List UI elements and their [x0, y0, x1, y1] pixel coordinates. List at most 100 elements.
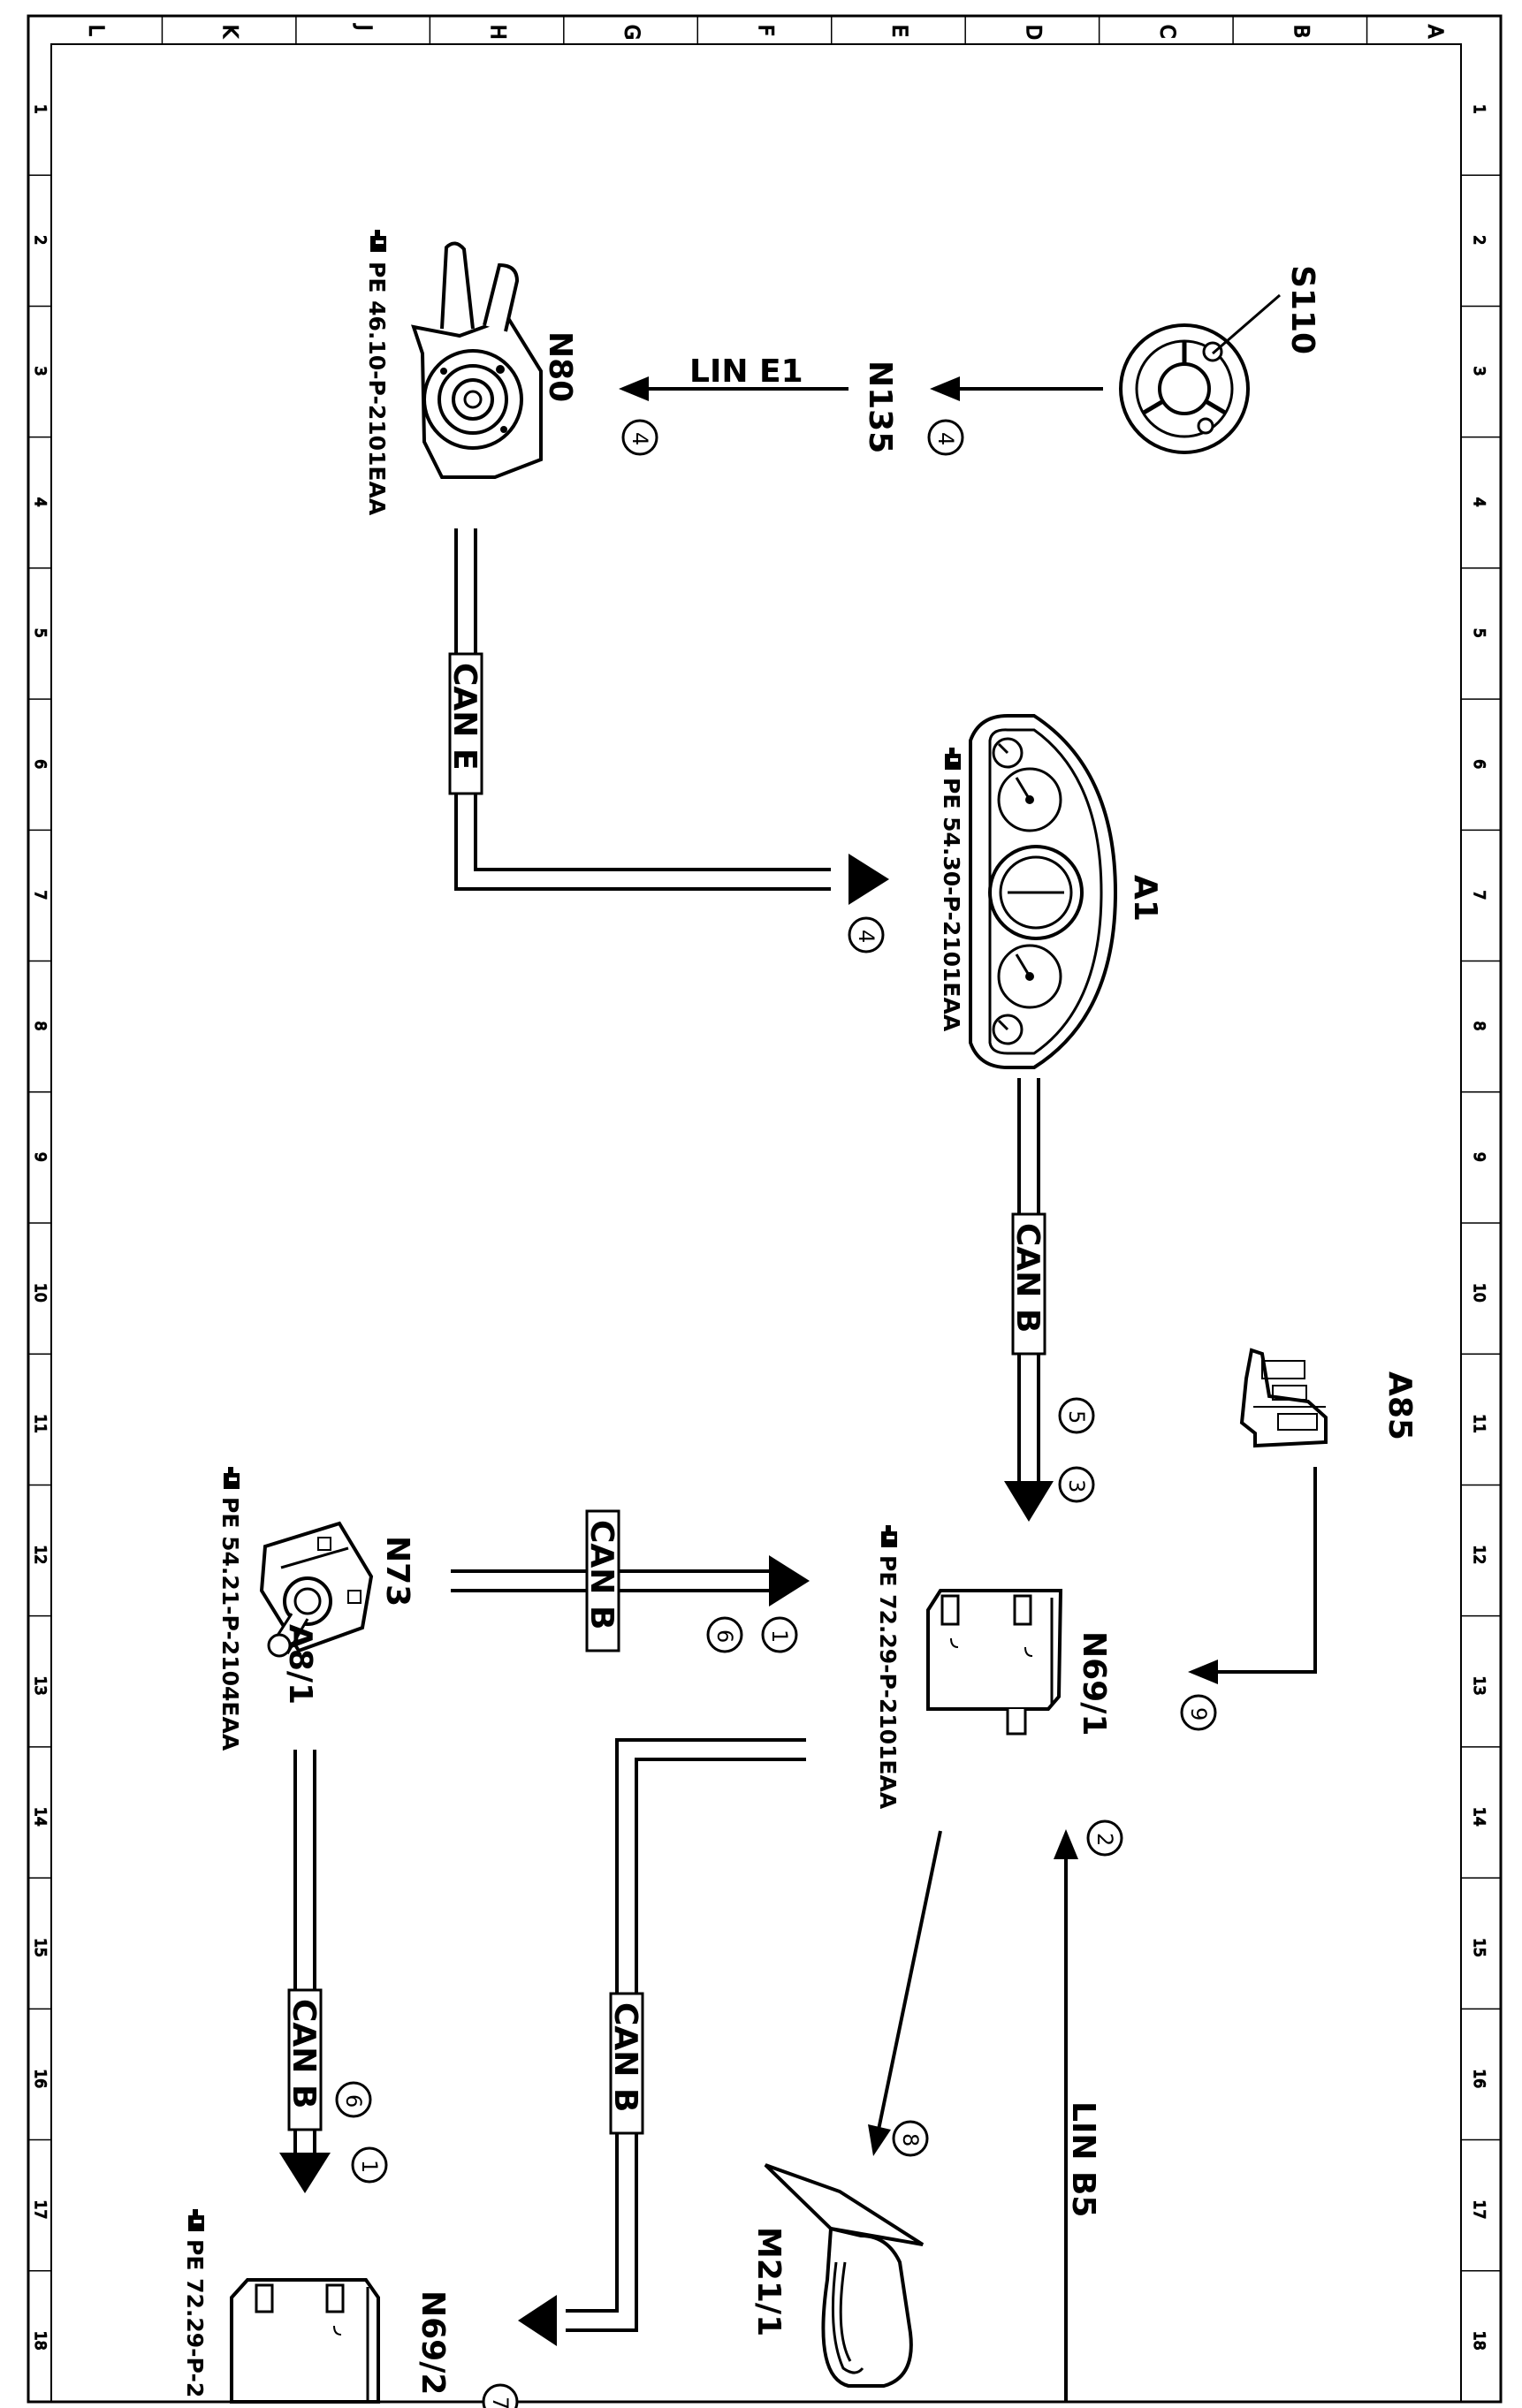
- hand-pointer-icon: [224, 1467, 240, 1489]
- grid-column-label: A: [1423, 25, 1445, 38]
- grid-column-label: H: [486, 25, 508, 40]
- grid-row-label: 4: [31, 498, 49, 507]
- n69-2-reference[interactable]: PE 72.29-P-2: [182, 2239, 208, 2397]
- grid-row-label: 12: [1470, 1546, 1488, 1565]
- grid-row-label: 10: [31, 1283, 49, 1303]
- instrument-cluster-icon: [969, 714, 1118, 1069]
- grid-column-label: B: [1290, 25, 1312, 38]
- grid-row-label: 3: [31, 367, 49, 376]
- grid-row-label: 5: [1470, 628, 1488, 638]
- grid-row-label: 13: [1470, 1676, 1488, 1696]
- grid-row-label: 7: [31, 890, 49, 900]
- step-number-marker: 1: [351, 2146, 388, 2184]
- hand-pointer-icon: [370, 230, 386, 252]
- step-number-marker: 9: [1180, 1694, 1217, 1731]
- a1-reference[interactable]: PE 54.30-P-2101EAA: [939, 778, 964, 1032]
- door-control-unit-icon: [926, 1589, 1063, 1736]
- grid-row-label: 6: [1470, 759, 1488, 769]
- grid-row-label: 15: [31, 1938, 49, 1957]
- grid-column-label: C: [1155, 25, 1177, 38]
- grid-column-label: K: [218, 25, 240, 38]
- step-number: 5: [1064, 1410, 1089, 1424]
- n80-label: N80: [542, 331, 578, 402]
- grid-column-label: D: [1022, 25, 1044, 40]
- step-number: 4: [933, 432, 958, 445]
- step-number-marker: 6: [706, 1616, 743, 1653]
- grid-row-label: 2: [1470, 235, 1488, 245]
- hand-pointer-icon: [945, 748, 961, 770]
- step-markers: 4 4 4 5 3 9 2 1 6 8 6 1 7: [335, 419, 1217, 2408]
- step-number: 3: [1064, 1479, 1089, 1493]
- grid-row-label: 17: [31, 2200, 49, 2220]
- step-number-marker: 4: [927, 419, 964, 456]
- grid-row-label: 13: [31, 1676, 49, 1696]
- n135-label: N135: [862, 361, 898, 453]
- n73-reference[interactable]: PE 54.21-P-2104EAA: [217, 1497, 243, 1751]
- step-number-marker: 8: [892, 2120, 929, 2157]
- grid-row-label: 14: [1470, 1807, 1488, 1827]
- step-number-marker: 6: [335, 2081, 372, 2118]
- grid-row-label: 9: [1470, 1152, 1488, 1162]
- step-number: 1: [767, 1629, 792, 1643]
- grid-row-label: 2: [31, 235, 49, 245]
- step-number-marker: 5: [1058, 1397, 1095, 1434]
- ignition-switch-icon: [259, 1521, 374, 1658]
- grid-row-label: 14: [31, 1807, 49, 1827]
- grid-row-label: 4: [1470, 498, 1488, 507]
- grid-row-label: 18: [31, 2331, 49, 2351]
- step-number: 6: [341, 2094, 366, 2108]
- step-number-marker: 4: [621, 419, 658, 456]
- step-number-marker: 3: [1058, 1466, 1095, 1503]
- door-control-unit-icon: [230, 2278, 380, 2404]
- a1-label: A1: [1127, 875, 1163, 922]
- grid-row-label: 8: [31, 1022, 49, 1031]
- n69-1-reference[interactable]: PE 72.29-P-2101EAA: [875, 1555, 901, 1810]
- grid-row-label: 3: [1470, 367, 1488, 376]
- hand-pointer-icon: [188, 2209, 204, 2231]
- steering-angle-sensor-icon: [1239, 1348, 1328, 1448]
- grid-column-label: E: [887, 25, 909, 37]
- lin-e1-label: LIN E1: [689, 353, 803, 390]
- step-number-marker: 1: [761, 1616, 798, 1653]
- step-number: 7: [488, 2397, 513, 2408]
- steering-column-module-icon: [411, 241, 543, 479]
- grid-column-label: F: [754, 25, 776, 36]
- step-number: 4: [854, 930, 879, 943]
- grid-row-label: 7: [1470, 890, 1488, 900]
- step-number: 8: [898, 2133, 923, 2146]
- grid-row-label: 16: [1470, 2069, 1488, 2088]
- steering-wheel-icon: [1119, 323, 1250, 454]
- exterior-mirror-icon: [764, 2163, 925, 2388]
- grid-row-label: 1: [1470, 104, 1488, 114]
- step-number-marker: 2: [1086, 1819, 1123, 1857]
- a85-label: A85: [1381, 1371, 1418, 1440]
- a8-1-label: A8/1: [282, 1624, 318, 1705]
- grid-row-label: 16: [31, 2069, 49, 2088]
- grid-row-label: 11: [31, 1414, 49, 1433]
- n69-2-label: N69/2: [415, 2290, 451, 2395]
- grid-row-label: 12: [31, 1546, 49, 1565]
- can-b-label: CAN B: [1009, 1223, 1046, 1333]
- grid-row-label: 1: [31, 104, 49, 114]
- grid-row-label: 10: [1470, 1283, 1488, 1303]
- n80-reference[interactable]: PE 46.10-P-2101EAA: [364, 262, 390, 516]
- hand-pointer-icon: [881, 1525, 897, 1547]
- n73-label: N73: [379, 1536, 415, 1607]
- m21-1-label: M21/1: [750, 2227, 787, 2336]
- n69-1-label: N69/1: [1076, 1631, 1112, 1736]
- step-number: 2: [1092, 1833, 1117, 1846]
- step-number: 4: [628, 432, 652, 445]
- grid-row-label: 18: [1470, 2331, 1488, 2351]
- grid-row-label: 11: [1470, 1414, 1488, 1433]
- can-b-label: CAN B: [583, 1520, 620, 1629]
- can-b-label: CAN B: [607, 2002, 643, 2112]
- step-number: 6: [712, 1629, 737, 1643]
- can-b-label: CAN B: [285, 1999, 322, 2108]
- grid-column-label: L: [85, 25, 107, 36]
- grid-row-label: 5: [31, 628, 49, 638]
- grid-row-label: 6: [31, 759, 49, 769]
- grid-row-label: 17: [1470, 2200, 1488, 2220]
- s110-label: S110: [1284, 265, 1320, 354]
